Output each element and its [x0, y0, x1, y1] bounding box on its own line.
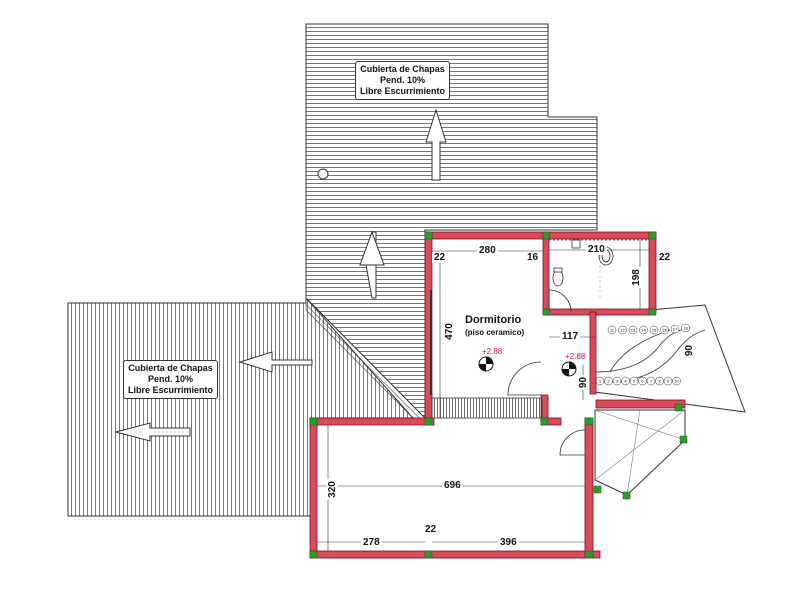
stair-step-marker	[621, 376, 630, 386]
stair-step-marker	[670, 324, 680, 334]
stair-step-number: 5	[633, 379, 636, 384]
roof-label-line: Cubierta de Chapas	[360, 64, 445, 74]
landing-area	[594, 409, 686, 496]
stair-step-number: 2	[607, 379, 610, 384]
roof-label-upper: Cubierta de Chapas Pend. 10% Libre Escur…	[355, 61, 451, 100]
dim-bottom-right: 396	[498, 537, 519, 548]
stair-step-number: 11	[610, 328, 615, 333]
stair-step-number: 16	[662, 328, 667, 333]
stair-step-number: 8	[658, 379, 661, 384]
roof-arrow-2	[359, 230, 385, 299]
stair-step-number: 13	[631, 328, 636, 333]
stair-step-marker	[638, 376, 647, 386]
roof-label-left: Cubierta de Chapas Pend. 10% Libre Escur…	[123, 360, 219, 399]
stair-step-marker	[649, 325, 659, 335]
stair-step-number: 3	[616, 379, 619, 384]
stair-step-marker	[604, 376, 613, 386]
level-hall: +2.88	[565, 352, 586, 361]
stair-step-marker	[672, 376, 681, 386]
stair-step-number: 10	[674, 379, 679, 384]
door-terrace	[559, 429, 586, 456]
door-bedroom	[507, 361, 542, 396]
room-floor-type: (piso ceramico)	[465, 328, 525, 337]
stair-step-marker	[595, 376, 605, 386]
stair-step-number: 17	[673, 327, 678, 332]
stair-step-number: 18	[683, 326, 688, 331]
stair-step-number: 12	[620, 328, 625, 333]
roof-arrow-3	[238, 351, 313, 373]
roof-label-line: Cubierta de Chapas	[128, 363, 213, 373]
balcony-rail	[431, 397, 543, 419]
walls	[309, 231, 686, 559]
dim-terrace-width: 696	[442, 480, 463, 491]
dim-bottom-left: 278	[361, 537, 382, 548]
stair-step-number: 4	[624, 379, 627, 384]
columns	[309, 231, 688, 559]
dim-hall-depth: 90	[578, 374, 590, 391]
roof-label-line: Libre Escurrimiento	[128, 385, 214, 395]
stair-step-number: 15	[652, 328, 657, 333]
roof-arrow-1	[425, 108, 447, 181]
stair-step-marker	[681, 323, 690, 333]
stair-step-number: 6	[641, 379, 644, 384]
roof-label-line: Pend. 10%	[380, 75, 426, 85]
stair-step-marker	[628, 325, 638, 335]
stair-step-marker	[660, 325, 669, 335]
stair-step-marker	[639, 325, 648, 335]
stair-step-marker	[655, 376, 664, 386]
dim-wall-left: 22	[432, 252, 448, 263]
level-bedroom: +2.88	[482, 347, 503, 356]
level-marker-hall	[561, 361, 577, 377]
dim-stair-width: 90	[684, 342, 696, 359]
stair-step-marker	[663, 376, 673, 386]
dim-bedroom-depth: 470	[443, 321, 455, 342]
room-name: Dormitorio	[465, 314, 522, 326]
dim-bath-wall: 22	[657, 252, 673, 263]
dim-bedroom-width: 280	[477, 245, 498, 256]
stair-step-number: 14	[641, 328, 646, 333]
stair-step-marker	[607, 325, 617, 335]
roof-label-line: Pend. 10%	[148, 374, 194, 384]
dim-bath-depth: 198	[630, 267, 642, 288]
stair-step-number: 7	[650, 379, 653, 384]
door-bath	[548, 289, 572, 313]
stair-step-number: 1	[599, 379, 602, 384]
roof-arrow-4	[114, 422, 191, 442]
stair-step-marker	[618, 325, 627, 335]
drain-circle	[317, 168, 329, 180]
roof-label-line: Libre Escurrimiento	[360, 86, 446, 96]
stair-step-marker	[646, 376, 656, 386]
dim-bottom-wall: 22	[423, 524, 439, 535]
stair-step-marker	[612, 376, 622, 386]
stair-step-number: 9	[667, 379, 670, 384]
dim-terrace-depth: 320	[326, 479, 338, 500]
stair-step-marker	[629, 376, 639, 386]
dim-wall-mid: 16	[525, 252, 541, 263]
dim-hall-width: 117	[560, 331, 581, 342]
dim-bath-width: 210	[586, 244, 607, 255]
level-marker-bedroom	[478, 356, 494, 372]
